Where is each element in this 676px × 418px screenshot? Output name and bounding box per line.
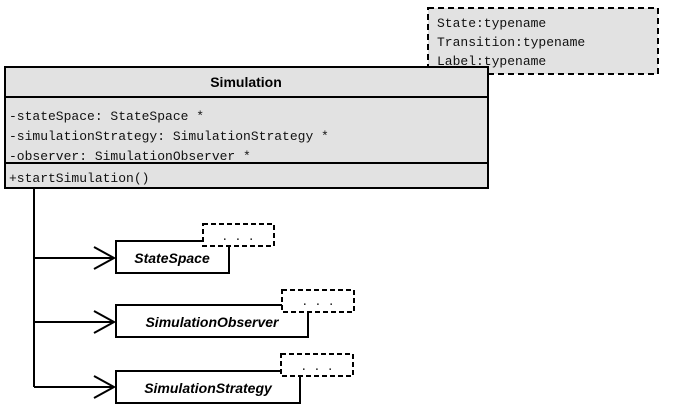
template-placeholder: . . . (221, 232, 254, 244)
class-name: StateSpace (134, 250, 210, 266)
class-name: SimulationObserver (145, 314, 280, 330)
statespace-template-box (202, 223, 275, 247)
simulationobserver-template-box (281, 289, 355, 313)
template-placeholder: . . . (301, 297, 334, 309)
template-param: State:typename (437, 16, 546, 31)
template-param: Transition:typename (437, 35, 585, 50)
simulationstrategy-class-box: . . . SimulationStrategy (115, 353, 354, 404)
class-attribute: -stateSpace: StateSpace * (9, 109, 204, 124)
simulationobserver-class-box: . . . SimulationObserver (115, 289, 355, 338)
simulationstrategy-class-frame (115, 370, 301, 404)
class-attribute: -observer: SimulationObserver * (9, 149, 251, 164)
template-parameters-box: State:typename Transition:typename Label… (427, 7, 659, 75)
class-operation: +startSimulation() (9, 171, 149, 186)
arrowhead-icon (93, 310, 117, 334)
arrowhead-icon (93, 246, 117, 270)
class-attribute: -simulationStrategy: SimulationStrategy … (9, 129, 329, 144)
template-param: Label:typename (437, 54, 546, 69)
simulation-class-box: Simulation -stateSpace: StateSpace * -si… (4, 66, 489, 189)
association-lines (33, 188, 117, 399)
template-placeholder: . . . (300, 362, 333, 374)
simulationstrategy-template-box (280, 353, 354, 377)
template-parameters-frame (427, 7, 659, 75)
simulation-class-frame (4, 66, 489, 189)
arrowhead-icon (93, 375, 117, 399)
class-name: Simulation (210, 74, 282, 90)
simulationobserver-class-frame (115, 304, 309, 338)
class-name: SimulationStrategy (144, 380, 273, 396)
statespace-class-box: . . . StateSpace (115, 223, 275, 274)
